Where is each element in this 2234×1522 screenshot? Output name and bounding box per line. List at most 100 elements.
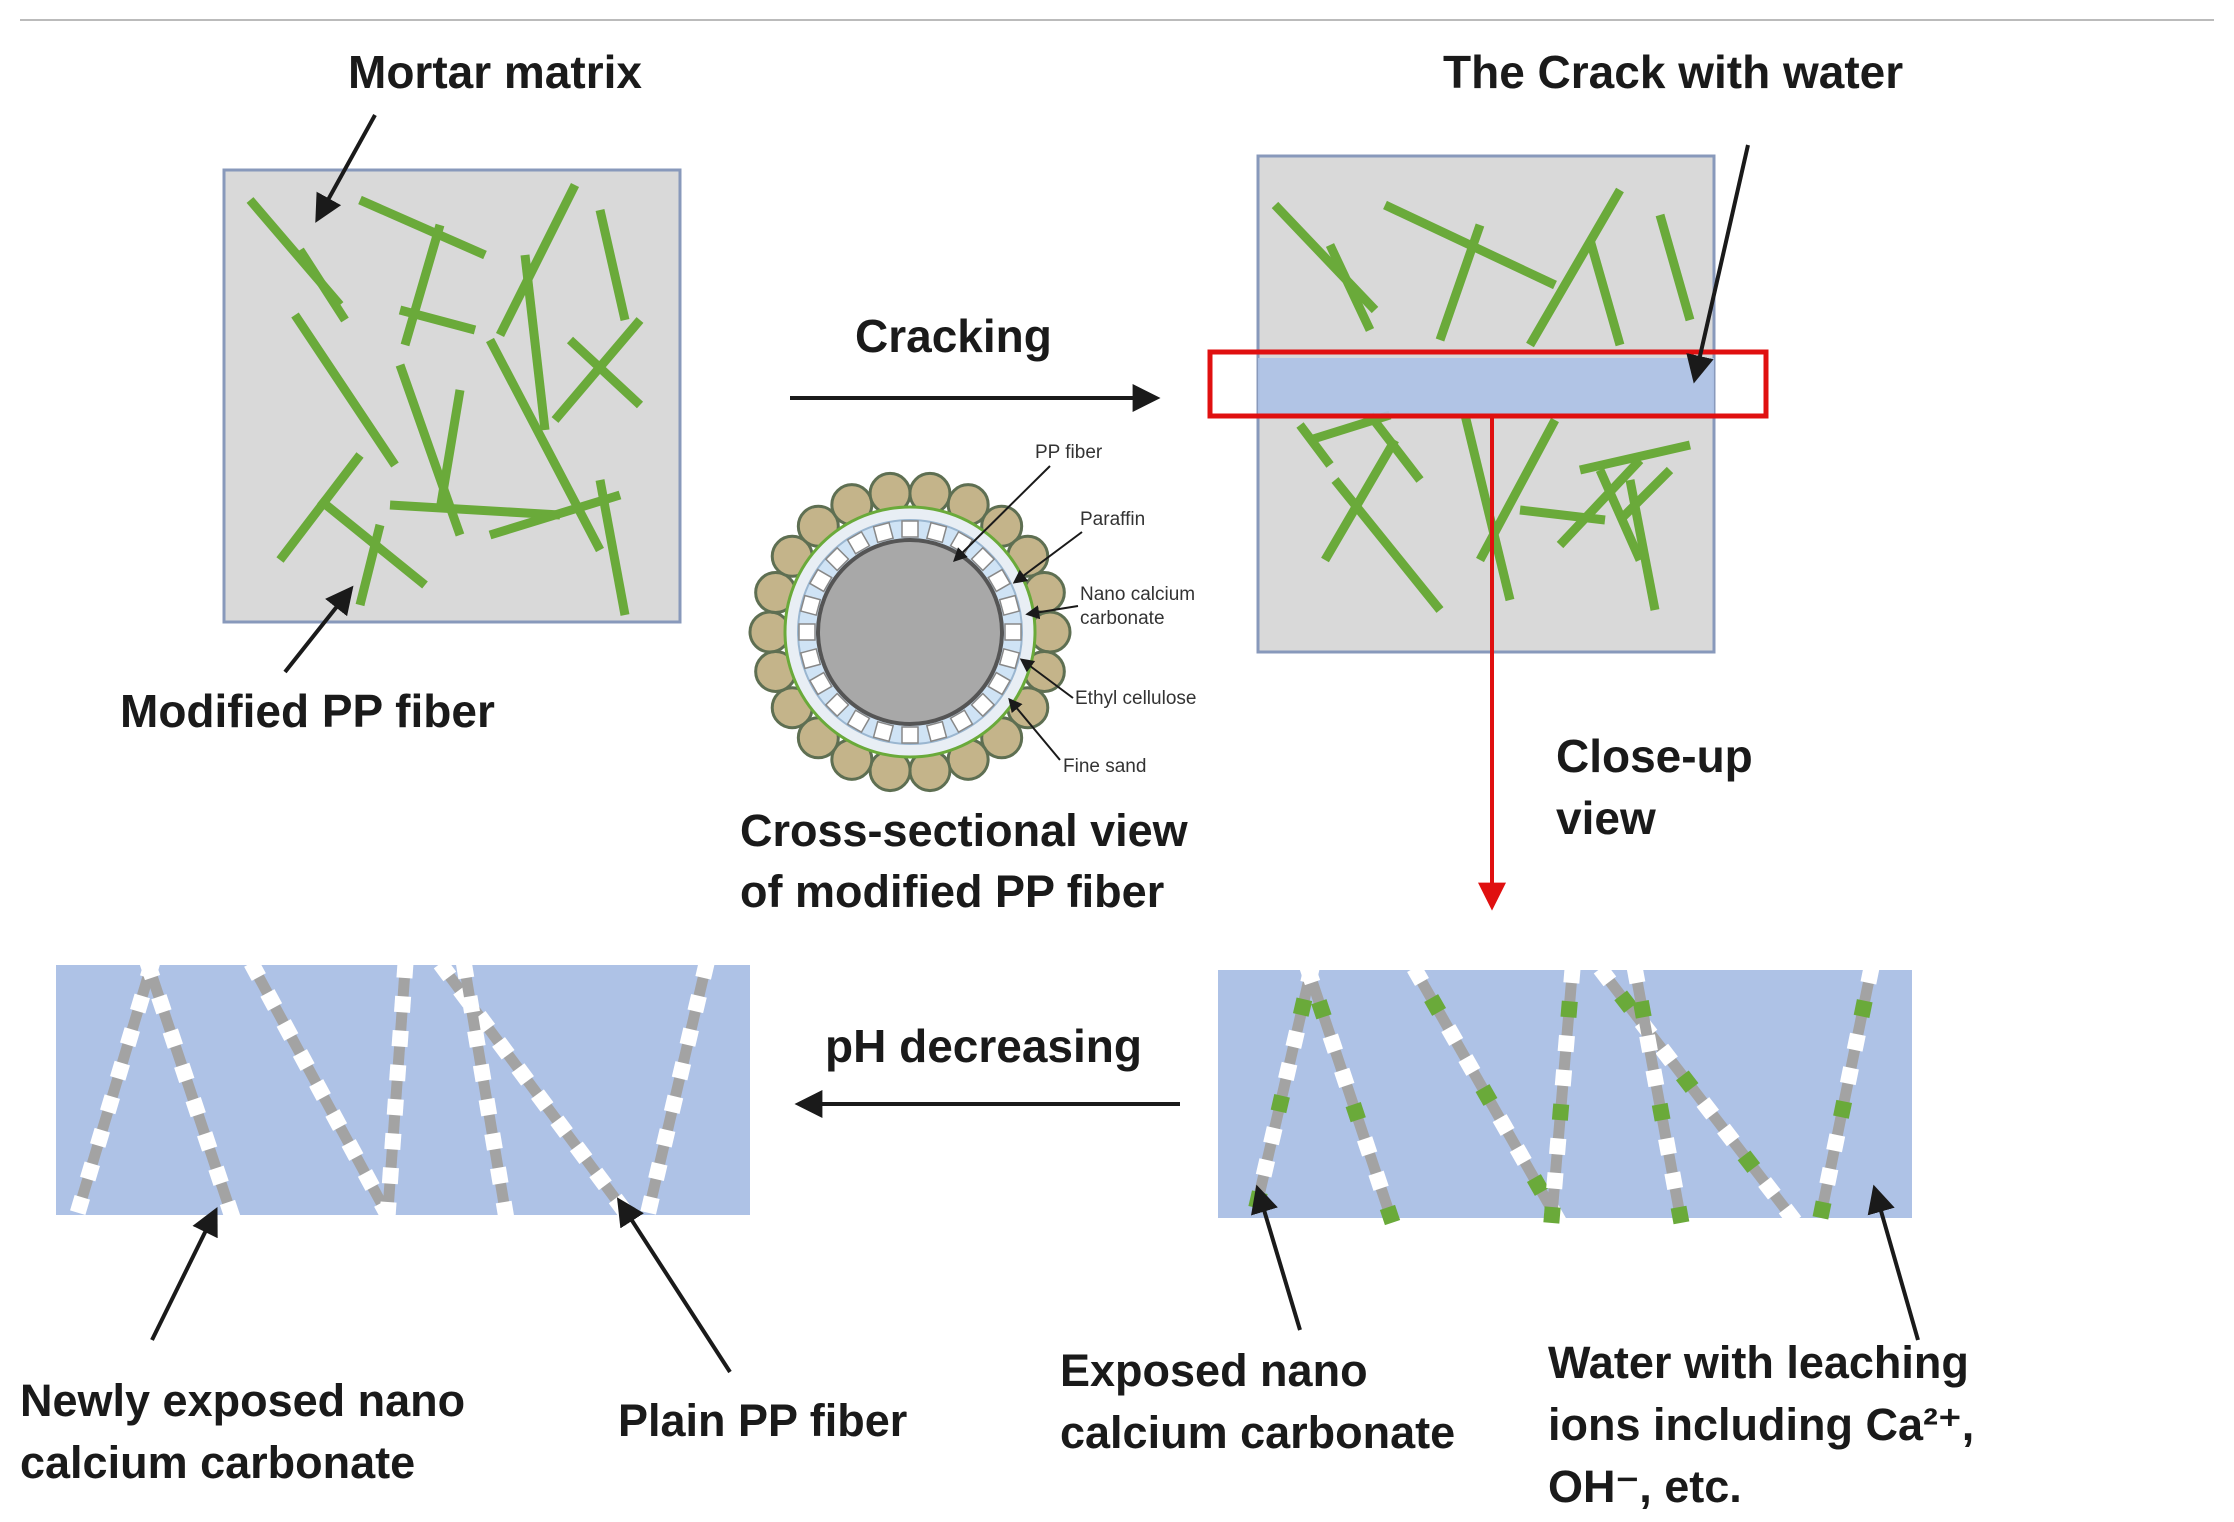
crack-with-water-label: The Crack with water: [1443, 46, 1903, 98]
cs-label-ethyl-cellulose: Ethyl cellulose: [1075, 688, 1196, 709]
nano-caco3-particle: [1368, 1170, 1389, 1191]
nano-caco3-particle: [1758, 1177, 1781, 1200]
leached-ion-particle: [1551, 1103, 1570, 1121]
nano-caco3-particle: [495, 1200, 515, 1220]
cs-arrow-paraffin: [1012, 531, 1083, 584]
nano-caco3-particle: [1826, 1133, 1846, 1153]
nano-caco3-particle: [1655, 1043, 1678, 1067]
nano-caco3-particle: [550, 1115, 573, 1138]
water-ions-label-line3: OH⁻, etc.: [1548, 1461, 1742, 1512]
nano-caco3-particle: [1860, 965, 1880, 985]
nano-caco3-particle: [325, 1109, 348, 1131]
nano-caco3-particle: [987, 671, 1012, 696]
nano-caco3-particle: [998, 647, 1021, 670]
nano-caco3-particle: [1263, 1126, 1283, 1146]
nano-caco3-particle: [472, 1063, 492, 1083]
nano-caco3-particle: [357, 1169, 380, 1191]
nano-caco3-particle: [1778, 1203, 1802, 1227]
leached-ion-particle: [1614, 990, 1637, 1013]
water-ions-label-line2: ions including Ca²⁺,: [1548, 1399, 1974, 1450]
exposed-nano-label-line1: Exposed nano: [1060, 1345, 1368, 1396]
newly-exposed-arrow: [150, 1206, 218, 1341]
leached-ion-particle: [1676, 1070, 1699, 1093]
nano-caco3-particle: [70, 1195, 90, 1215]
close-up-crack-panel: Exposed nano calcium carbonate Water wit…: [1060, 963, 1974, 1512]
cs-arrow-pp-fiber: [953, 465, 1051, 562]
nano-caco3-particle: [461, 995, 480, 1014]
newly-exposed-panel: Newly exposed nano calcium carbonate Pla…: [20, 958, 907, 1488]
nano-caco3-particle: [185, 1097, 206, 1118]
leached-ion-particle: [1311, 999, 1332, 1020]
nano-caco3-particle: [872, 521, 895, 544]
nano-caco3-particle: [901, 520, 919, 538]
nano-caco3-particle: [219, 1199, 241, 1221]
nano-caco3-particle: [1322, 1033, 1343, 1054]
nano-caco3-particle: [1334, 1067, 1355, 1088]
ph-decreasing-label: pH decreasing: [825, 1020, 1142, 1072]
cs-arrow-nano: [1025, 605, 1079, 620]
leached-ion-particle: [1833, 1099, 1853, 1119]
crack-water-band: [1258, 358, 1714, 414]
nano-caco3-particle: [799, 647, 822, 670]
leached-ion-particle: [1812, 1200, 1832, 1220]
nano-caco3-particle: [1664, 1171, 1684, 1191]
ph-decreasing-step: pH decreasing: [794, 1020, 1180, 1118]
mortar-matrix-panel: Mortar matrix Modified PP fiber: [120, 46, 682, 737]
cs-label-nano-1: Nano calcium: [1080, 584, 1195, 605]
nano-caco3-particle: [386, 1098, 404, 1116]
close-up-fibers: [1248, 963, 1880, 1227]
nano-caco3-particle: [970, 692, 996, 718]
nano-caco3-particle: [901, 726, 919, 744]
nano-caco3-particle: [695, 960, 715, 980]
nano-caco3-particle: [379, 1201, 397, 1219]
nano-caco3-particle: [341, 1139, 364, 1161]
water-ions-arrow: [1867, 1184, 1920, 1341]
leached-ion-particle: [1379, 1204, 1401, 1226]
nano-caco3-particle: [1645, 1068, 1665, 1088]
nano-caco3-particle: [1717, 1123, 1740, 1147]
close-up-label-line2: view: [1556, 792, 1656, 844]
nano-caco3-particle: [1285, 1029, 1305, 1049]
leached-ion-particle: [1737, 1150, 1761, 1173]
newly-exposed-label-line1: Newly exposed nano: [20, 1375, 465, 1426]
crack-highlight-box: [1207, 349, 1769, 419]
nano-caco3-particle: [824, 692, 850, 718]
nano-caco3-particle: [1509, 1144, 1532, 1166]
nano-caco3-particle: [1546, 1172, 1564, 1190]
nano-caco3-particle: [120, 1027, 140, 1048]
nano-caco3-particle: [484, 1132, 503, 1151]
nano-caco3-particle: [679, 1027, 699, 1047]
nano-caco3-particle: [687, 993, 707, 1014]
nano-caco3-particle: [1563, 966, 1581, 984]
leached-ion-particle: [1543, 1206, 1561, 1224]
nano-caco3-particle: [808, 671, 833, 696]
nano-caco3-particle: [162, 1028, 183, 1049]
nano-caco3-particle: [1839, 1066, 1859, 1086]
nano-caco3-particle: [648, 1161, 668, 1182]
cracked-matrix-panel: The Crack with water: [1207, 46, 1903, 654]
leached-ion-particle: [1651, 1102, 1671, 1122]
nano-caco3-particle: [808, 568, 833, 593]
nano-caco3-particle: [1639, 1034, 1658, 1053]
leached-ion-particle: [1292, 997, 1313, 1017]
fiber-cross-section: PP fiber Paraffin Nano calcium carbonate…: [740, 442, 1196, 917]
nano-caco3-particle: [478, 1097, 498, 1117]
nano-caco3-particle: [467, 1029, 486, 1048]
leached-ion-particle: [1270, 1093, 1290, 1114]
nano-caco3-particle: [846, 530, 871, 555]
nano-caco3-particle: [998, 594, 1021, 617]
nano-caco3-particle: [174, 1062, 195, 1083]
nano-caco3-particle: [925, 521, 948, 544]
nano-caco3-particle: [492, 1037, 515, 1060]
leached-ion-particle: [1670, 1205, 1690, 1225]
nano-caco3-particle: [1626, 965, 1646, 985]
nano-caco3-particle: [1593, 963, 1617, 987]
cs-arrow-ethyl-cellulose: [1019, 658, 1074, 699]
nano-caco3-particle: [1549, 1137, 1567, 1156]
nano-caco3-particle: [987, 568, 1012, 593]
nano-caco3-particle: [663, 1094, 684, 1114]
leached-ion-particle: [1526, 1174, 1549, 1196]
nano-caco3-particle: [260, 989, 283, 1011]
nano-caco3-particle: [656, 1128, 676, 1148]
